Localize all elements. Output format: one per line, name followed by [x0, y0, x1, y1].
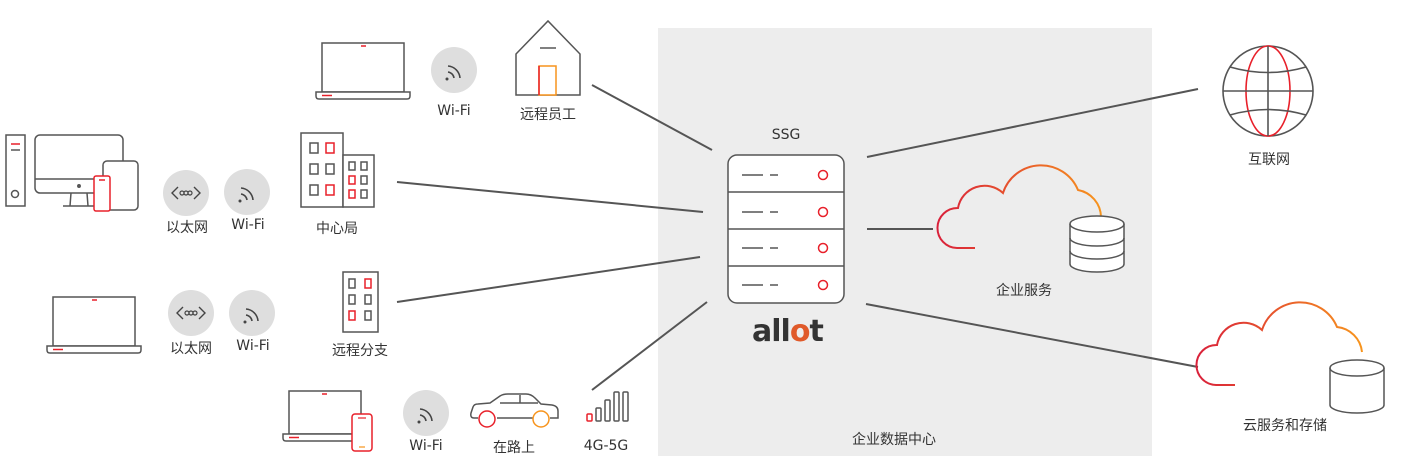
- branch-label: 远程分支: [332, 343, 388, 359]
- ethernet-icon: [163, 170, 209, 216]
- line-mobile: [591, 301, 708, 391]
- internet-label: 互联网: [1248, 152, 1290, 168]
- ssg-appliance-icon: [727, 154, 845, 304]
- cloud-storage-label: 云服务和存储: [1243, 418, 1327, 434]
- branch-building-icon: [342, 271, 379, 333]
- laptop-icon: [315, 42, 411, 100]
- cellular-signal-icon: [586, 391, 629, 422]
- on-the-road-label: 在路上: [493, 440, 535, 456]
- ethernet-label: 以太网: [166, 220, 208, 236]
- laptop-icon: [282, 390, 368, 442]
- line-cloud: [865, 303, 1199, 368]
- appliance-label: SSG: [771, 127, 801, 143]
- wifi-icon: [403, 390, 449, 436]
- desktop-icon: [5, 134, 139, 212]
- enterprise-services-label: 企业服务: [996, 283, 1052, 299]
- line-branch: [396, 256, 701, 303]
- ethernet-icon: [168, 290, 214, 336]
- home-icon: [515, 19, 581, 96]
- smartphone-icon: [351, 413, 373, 452]
- wifi-icon: [224, 169, 270, 215]
- storage-drum-icon: [1329, 359, 1385, 414]
- wifi-label: Wi-Fi: [231, 217, 265, 233]
- hq-building-icon: [300, 132, 375, 208]
- database-icon: [1069, 215, 1125, 273]
- ethernet-label: 以太网: [170, 341, 212, 357]
- connection-lines: [396, 84, 1199, 391]
- cellular-label: 4G-5G: [583, 438, 629, 454]
- remote-worker-label: 远程员工: [520, 107, 576, 123]
- wifi-label: Wi-Fi: [409, 438, 443, 454]
- cloud-storage-cloud-icon: [1195, 301, 1363, 386]
- datacenter-label: 企业数据中心: [852, 432, 936, 448]
- wifi-label: Wi-Fi: [236, 338, 270, 354]
- enterprise-services-cloud-icon: [936, 164, 1102, 249]
- line-hq: [396, 181, 704, 213]
- allot-logo: allot: [752, 314, 824, 349]
- laptop-icon: [46, 296, 142, 354]
- wifi-label: Wi-Fi: [437, 103, 471, 119]
- line-internet: [866, 88, 1199, 158]
- wifi-icon: [431, 47, 477, 93]
- car-icon: [470, 393, 559, 428]
- line-remote-worker: [591, 84, 713, 151]
- hq-label: 中心局: [316, 221, 358, 237]
- globe-icon: [1222, 45, 1314, 137]
- wifi-icon: [229, 290, 275, 336]
